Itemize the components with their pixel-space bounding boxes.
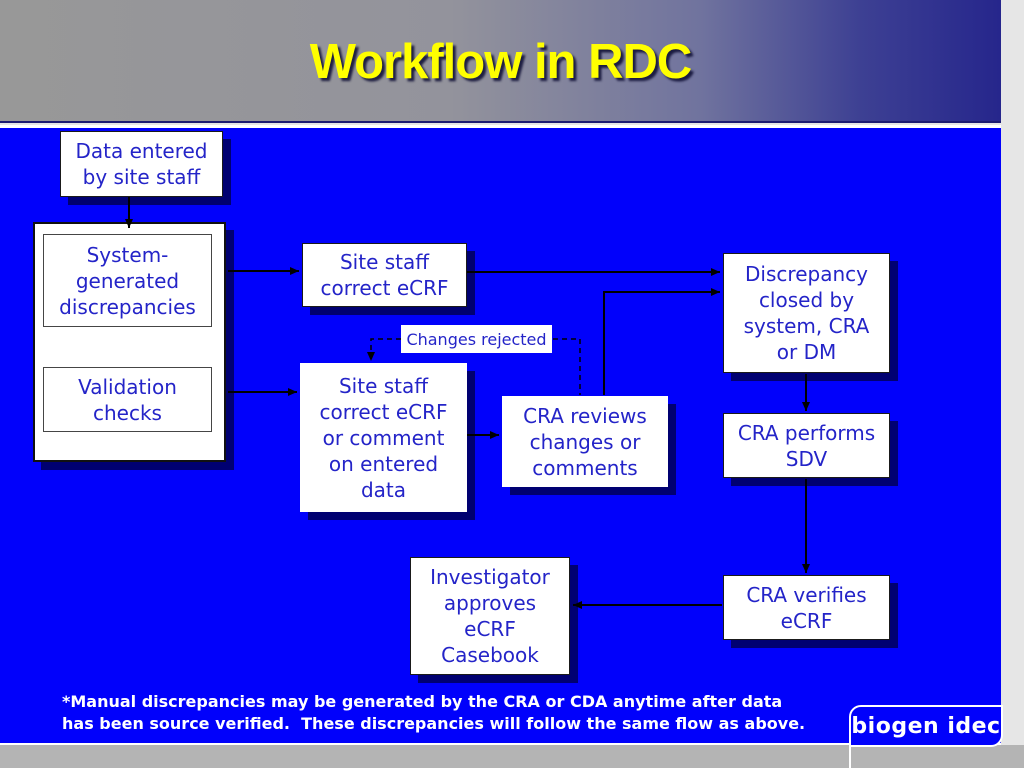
footer-separator-line bbox=[0, 743, 1001, 745]
header-separator-line bbox=[0, 125, 1001, 128]
slide-footnote: *Manual discrepancies may be generated b… bbox=[62, 692, 806, 733]
node-cra-verifies-ecrf: CRA verifies eCRF bbox=[723, 575, 890, 640]
node-cra-performs-sdv: CRA performs SDV bbox=[723, 413, 890, 478]
node-validation-checks: Validation checks bbox=[43, 367, 212, 432]
node-site-staff-correct-ecrf: Site staff correct eCRF bbox=[302, 243, 467, 307]
node-discrepancy-closed: Discrepancy closed by system, CRA or DM bbox=[723, 253, 890, 373]
slide-title: Workflow in RDC bbox=[309, 35, 693, 89]
node-site-staff-correct-or-comment: Site staff correct eCRF or comment on en… bbox=[300, 363, 467, 512]
logo-tail-line bbox=[849, 745, 851, 768]
footer-strip bbox=[0, 745, 1024, 768]
slide-header-band bbox=[0, 0, 1001, 123]
node-data-entered: Data entered by site staff bbox=[60, 131, 223, 197]
biogen-idec-logo: biogen idec bbox=[849, 705, 1003, 747]
node-cra-reviews-changes: CRA reviews changes or comments bbox=[502, 396, 668, 487]
node-system-generated-discrepancies: System- generated discrepancies bbox=[43, 234, 212, 327]
node-investigator-approves: Investigator approves eCRF Casebook bbox=[410, 557, 570, 675]
label-changes-rejected: Changes rejected bbox=[401, 325, 552, 353]
